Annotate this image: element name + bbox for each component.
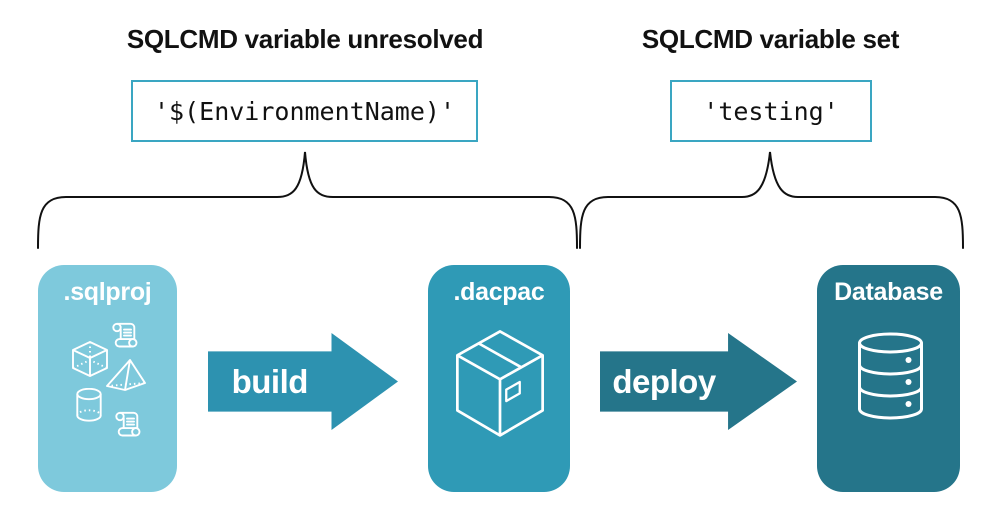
cube-icon bbox=[72, 341, 108, 377]
stage-label: Database bbox=[834, 278, 943, 306]
heading-variable-set: SQLCMD variable set bbox=[641, 24, 900, 54]
stage-card-dacpac: .dacpac bbox=[428, 265, 570, 492]
build-arrow: build bbox=[208, 333, 398, 430]
stage-label: .dacpac bbox=[453, 278, 545, 306]
code-text: 'testing' bbox=[703, 96, 839, 126]
package-icon bbox=[456, 330, 544, 437]
code-box-environment-name: '$(EnvironmentName)' bbox=[131, 80, 478, 142]
pyramid-icon bbox=[106, 359, 146, 391]
heading-variable-unresolved: SQLCMD variable unresolved bbox=[126, 24, 484, 54]
arrow-label: build bbox=[231, 362, 309, 400]
curly-braces bbox=[37, 151, 964, 249]
stage-card-sqlproj: .sqlproj bbox=[38, 265, 177, 492]
cylinder-icon bbox=[76, 388, 102, 422]
arrow-label: deploy bbox=[612, 362, 716, 400]
scroll-icon bbox=[115, 411, 141, 437]
stage-card-database: Database bbox=[817, 265, 960, 492]
deploy-arrow: deploy bbox=[600, 333, 797, 430]
stage-label: .sqlproj bbox=[63, 278, 152, 306]
left-curly-brace-icon bbox=[37, 151, 578, 249]
code-text: '$(EnvironmentName)' bbox=[153, 96, 456, 126]
scroll-icon bbox=[112, 322, 138, 348]
database-icon bbox=[858, 332, 923, 420]
right-curly-brace-icon bbox=[579, 151, 964, 249]
code-box-testing: 'testing' bbox=[670, 80, 872, 142]
